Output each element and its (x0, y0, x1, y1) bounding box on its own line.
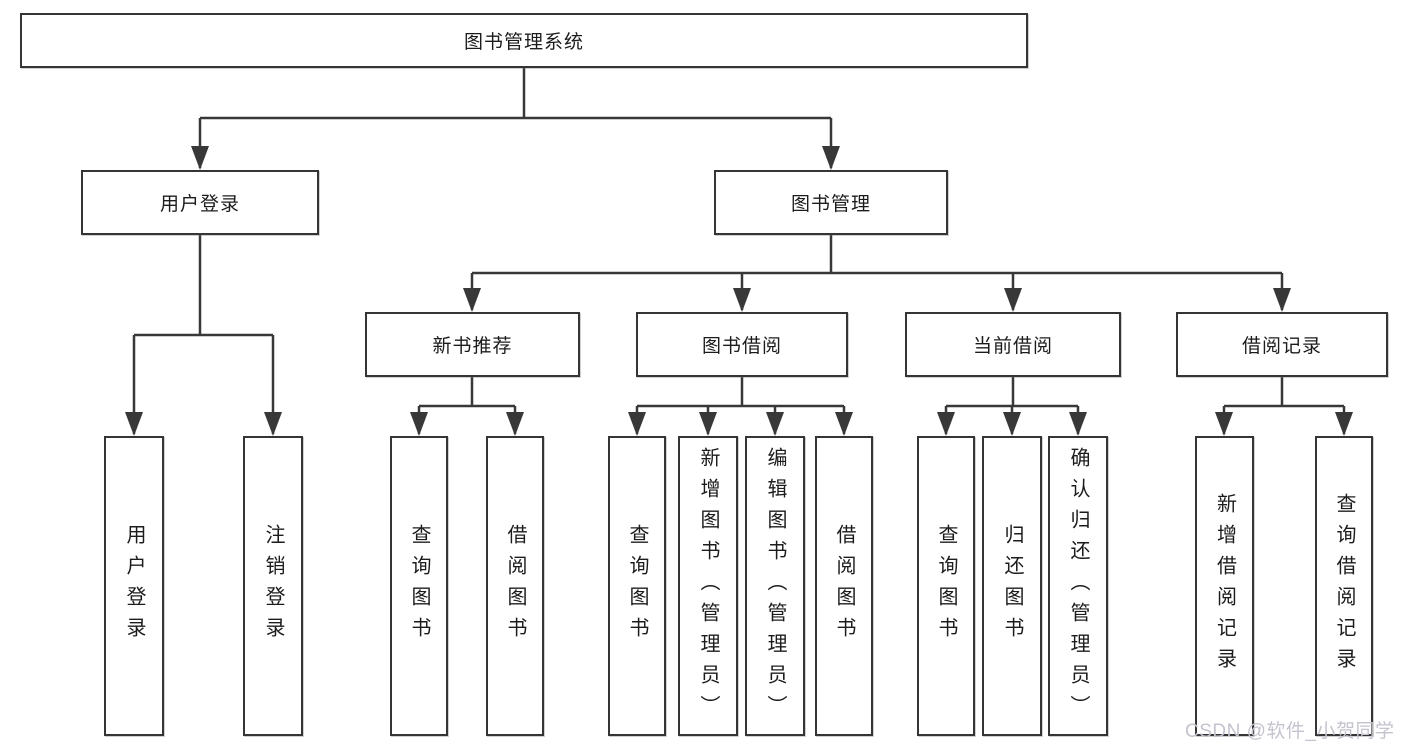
node-new-book-recommendation: 新书推荐 (365, 312, 580, 377)
node-root-system: 图书管理系统 (20, 13, 1028, 68)
leaf-query-books-current: 查询图书 (917, 436, 975, 736)
node-book-management: 图书管理 (714, 170, 948, 235)
leaf-logout-label: 注销登录 (262, 524, 284, 648)
leaf-edit-book-admin-label: 编辑图书（管理员） (764, 446, 786, 726)
leaf-user-login-label: 用户登录 (123, 524, 145, 648)
node-user-login: 用户登录 (81, 170, 319, 235)
leaf-return-books: 归还图书 (982, 436, 1042, 736)
node-current-borrowing-label: 当前借阅 (972, 336, 1053, 357)
leaf-borrow-books-borrowing: 借阅图书 (815, 436, 873, 736)
leaf-confirm-return-admin-label: 确认归还（管理员） (1067, 446, 1089, 726)
connector-arrowheads (125, 146, 1353, 436)
leaf-logout: 注销登录 (243, 436, 303, 736)
node-book-borrowing-label: 图书借阅 (701, 336, 782, 357)
leaf-add-borrow-record-label: 新增借阅记录 (1213, 493, 1236, 679)
node-root-label: 图书管理系统 (463, 32, 584, 53)
leaf-query-books-recommend: 查询图书 (390, 436, 448, 736)
leaf-query-books-borrowing-label: 查询图书 (626, 524, 648, 648)
leaf-query-books-borrowing: 查询图书 (608, 436, 666, 736)
leaf-add-book-admin-label: 新增图书（管理员） (697, 446, 719, 726)
leaf-query-books-recommend-label: 查询图书 (408, 524, 430, 648)
node-borrowing-records: 借阅记录 (1176, 312, 1388, 377)
node-current-borrowing: 当前借阅 (905, 312, 1121, 377)
node-book-borrowing: 图书借阅 (636, 312, 848, 377)
leaf-query-borrow-record: 查询借阅记录 (1315, 436, 1373, 736)
leaf-return-books-label: 归还图书 (1001, 524, 1023, 648)
leaf-borrow-books-borrowing-label: 借阅图书 (833, 524, 855, 648)
leaf-borrow-books-recommend: 借阅图书 (486, 436, 544, 736)
leaf-user-login: 用户登录 (104, 436, 164, 736)
node-borrowing-records-label: 借阅记录 (1241, 336, 1322, 357)
leaf-add-borrow-record: 新增借阅记录 (1195, 436, 1254, 736)
leaf-query-borrow-record-label: 查询借阅记录 (1333, 493, 1355, 679)
leaf-add-book-admin: 新增图书（管理员） (678, 436, 738, 736)
leaf-borrow-books-recommend-label: 借阅图书 (504, 524, 526, 648)
node-user-login-label: 用户登录 (159, 194, 240, 215)
csdn-watermark: CSDN @软件_小贺同学 (1185, 721, 1395, 742)
leaf-query-books-current-label: 查询图书 (935, 524, 957, 648)
node-book-management-label: 图书管理 (790, 194, 871, 215)
leaf-confirm-return-admin: 确认归还（管理员） (1048, 436, 1108, 736)
leaf-edit-book-admin: 编辑图书（管理员） (745, 436, 805, 736)
node-new-book-recommendation-label: 新书推荐 (432, 336, 513, 357)
connector-paths (132, 68, 1346, 434)
